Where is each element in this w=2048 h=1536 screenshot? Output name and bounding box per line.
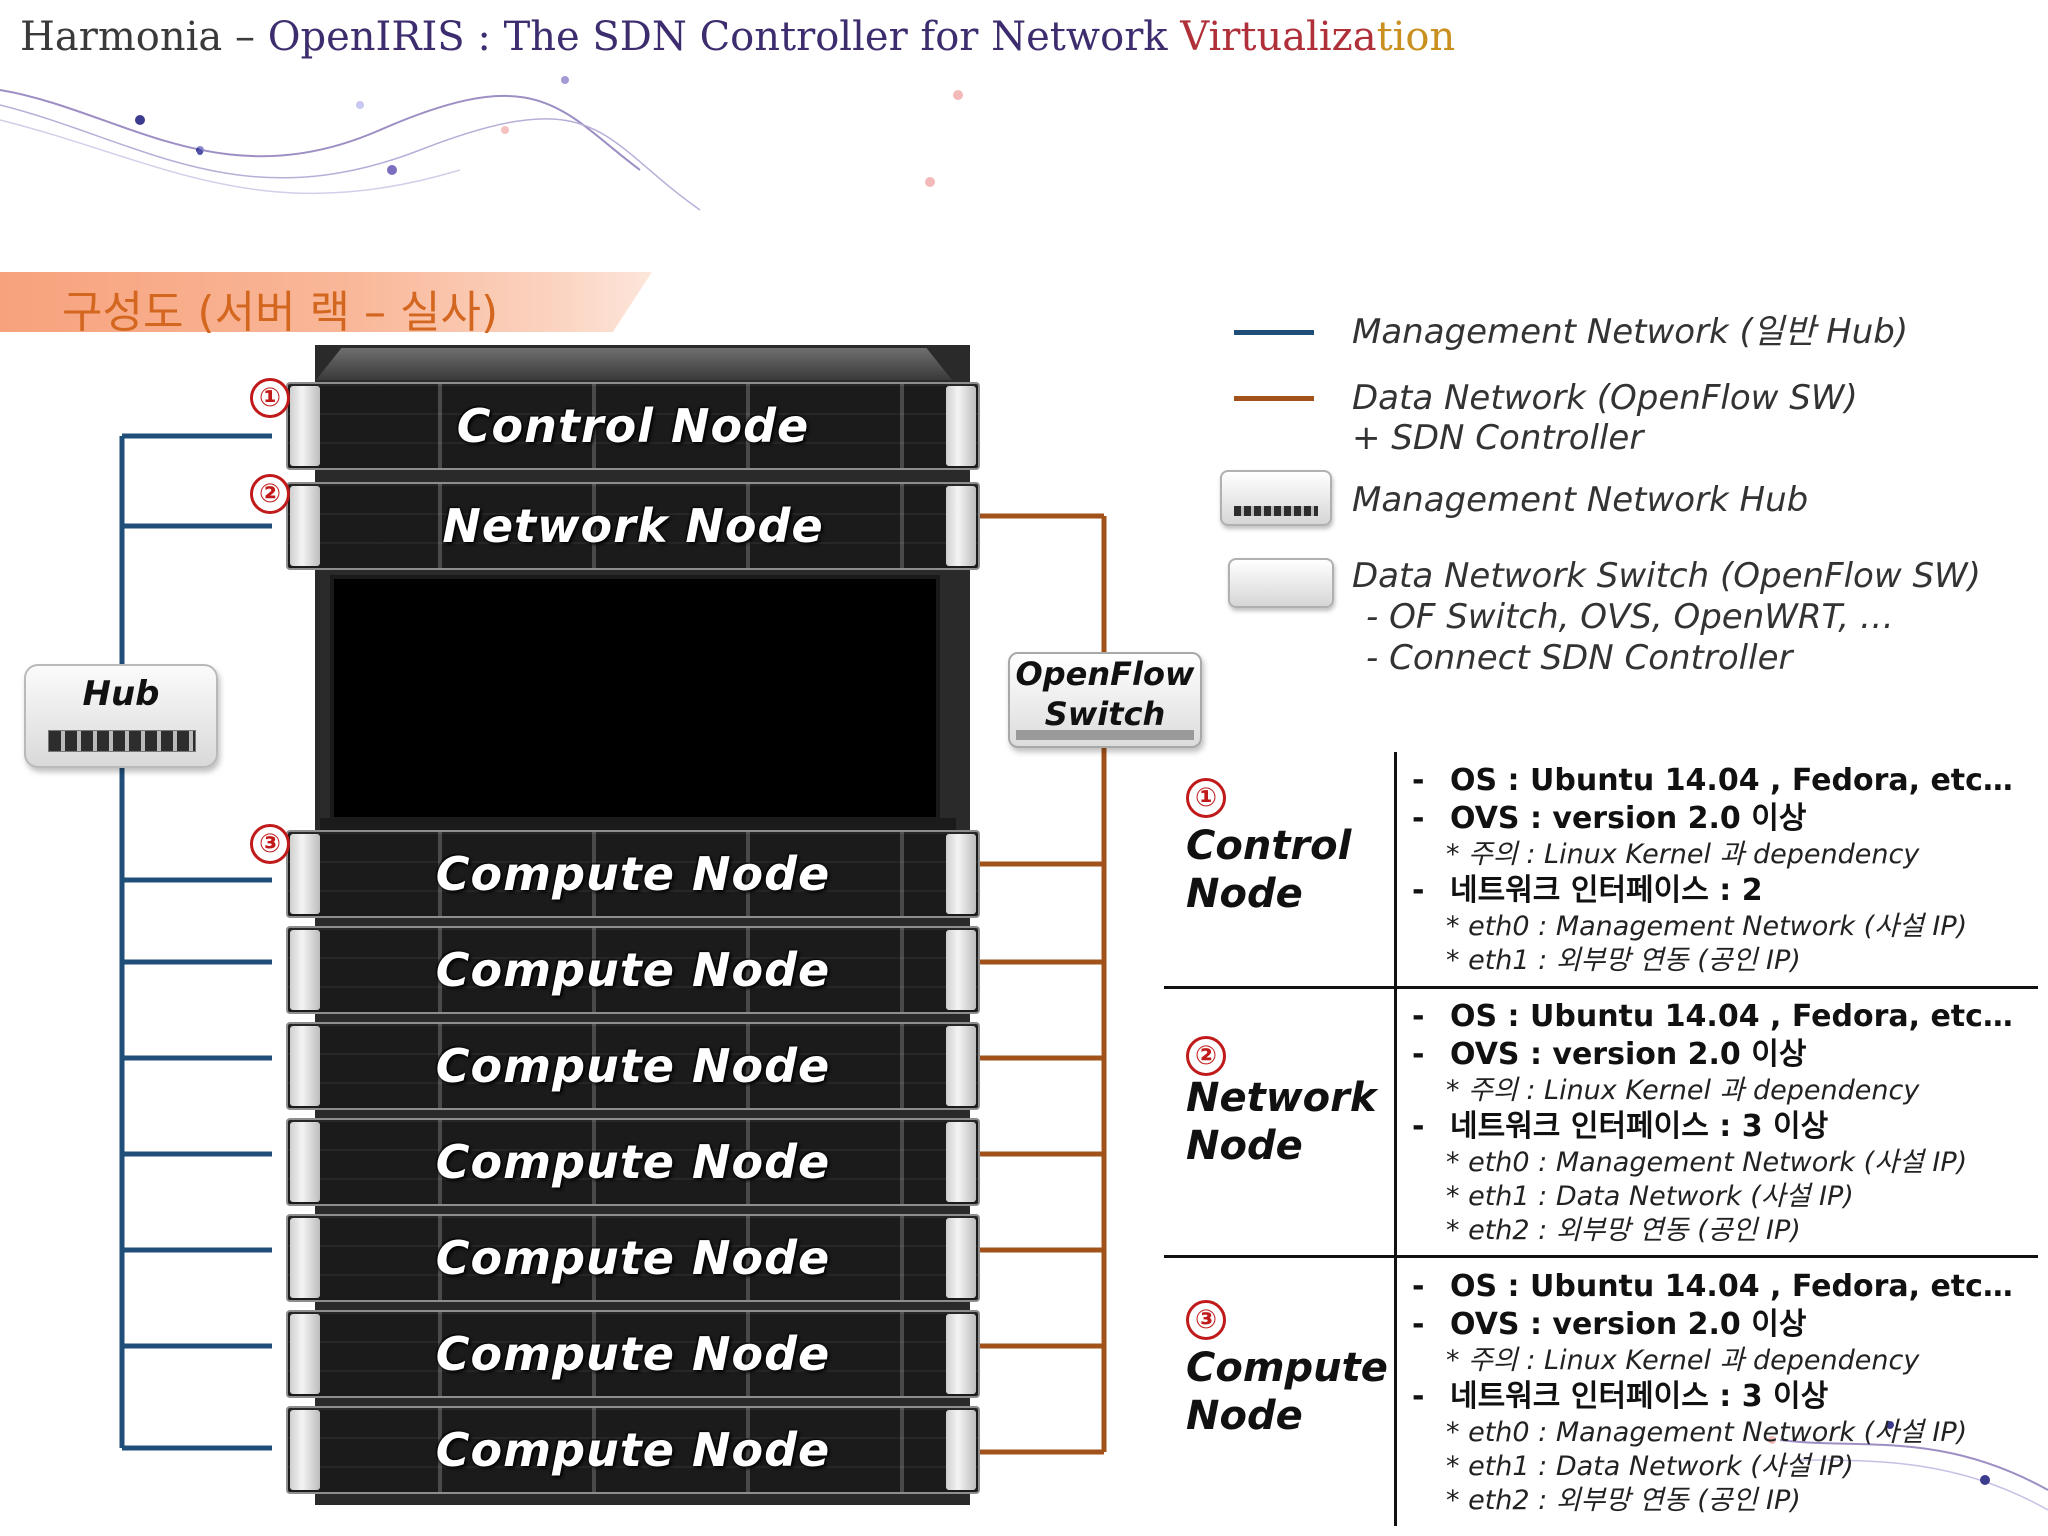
spec-item: -네트워크 인터페이스 : 3 이상 [1412,1109,1829,1144]
spec-item: -네트워크 인터페이스 : 2 [1412,873,1763,908]
spec-node-name-line-1: Control [1186,823,1352,869]
legend-data-text-1: Data Network (OpenFlow SW) [1352,378,1858,418]
legend-switch-text-2: - OF Switch, OVS, OpenWRT, … [1366,597,1894,637]
spec-item: -OVS : version 2.0 이상 [1412,1037,1807,1072]
spec-item: -OS : Ubuntu 14.04 , Fedora, etc… [1412,999,2013,1034]
spec-node-network: Network Node [1186,1074,1377,1170]
spec-list-control: -OS : Ubuntu 14.04 , Fedora, etc… -OVS :… [1412,762,2013,978]
spec-node-name-line-2: Node [1186,1123,1303,1169]
rack-monitor [330,575,940,821]
spec-note: * eth0 : Management Network (사설 IP) [1446,911,1968,942]
spec-item: -네트워크 인터페이스 : 3 이상 [1412,1379,1829,1414]
switch-label-line-2: Switch [1044,695,1166,733]
switch-ports [1016,730,1194,740]
rack-top-cover [316,348,952,380]
title-part-virtualiza: Virtualiza [1180,14,1377,60]
spec-marker-compute: ③ [1186,1300,1226,1340]
spec-note: * eth1 : Data Network (사설 IP) [1446,1451,1854,1482]
server-label: Compute Node [435,1423,831,1477]
server-compute-node-6: Compute Node [286,1310,980,1398]
legend-management-line [1234,330,1314,335]
management-hub: Hub [24,664,218,768]
spec-note: * 주의 : Linux Kernel 과 dependency [1446,1075,1920,1106]
legend-hub-ports [1234,506,1318,516]
spec-note: * 주의 : Linux Kernel 과 dependency [1446,1345,1920,1376]
spec-list-network: -OS : Ubuntu 14.04 , Fedora, etc… -OVS :… [1412,998,2013,1248]
spec-table-divider-vertical [1394,752,1397,1526]
legend-switch-icon [1228,558,1334,608]
spec-marker-network: ② [1186,1036,1226,1076]
switch-label: OpenFlow Switch [1010,654,1200,734]
title-part-openiris: OpenIRIS : The SDN Controller for Networ… [267,14,1181,60]
server-label: Control Node [456,399,810,453]
spec-item: -OVS : version 2.0 이상 [1412,801,1807,836]
spec-node-compute: Compute Node [1186,1344,1388,1440]
title-part-tion: tion [1376,14,1456,60]
server-compute-node-4: Compute Node [286,1118,980,1206]
legend-hub-text: Management Network Hub [1352,480,1809,520]
server-label: Compute Node [435,1135,831,1189]
spec-node-name-line-2: Node [1186,1393,1303,1439]
legend-switch-text-1: Data Network Switch (OpenFlow SW) [1352,556,1981,596]
server-label: Compute Node [435,943,831,997]
decorative-swirl-bottom [1768,1421,2048,1511]
spec-note: * eth1 : 외부망 연동 (공인 IP) [1446,945,1801,976]
spec-item: -OS : Ubuntu 14.04 , Fedora, etc… [1412,763,2013,798]
hub-label: Hub [82,674,160,714]
decorative-swirl-top [0,76,963,211]
spec-note: * eth0 : Management Network (사설 IP) [1446,1147,1968,1178]
legend-data-text-2: + SDN Controller [1352,418,1644,458]
spec-table-divider-1 [1164,986,2038,989]
spec-marker-control: ① [1186,778,1226,818]
server-label: Compute Node [435,847,831,901]
server-compute-node-1: Compute Node [286,830,980,918]
marker-compute-node: ③ [250,824,290,864]
server-compute-node-2: Compute Node [286,926,980,1014]
spec-note: * eth1 : Data Network (사설 IP) [1446,1181,1854,1212]
server-compute-node-3: Compute Node [286,1022,980,1110]
spec-list-compute: -OS : Ubuntu 14.04 , Fedora, etc… -OVS :… [1412,1268,2013,1518]
legend-management-text: Management Network (일반 Hub) [1352,312,1909,352]
spec-note: * 주의 : Linux Kernel 과 dependency [1446,839,1920,870]
switch-label-line-1: OpenFlow [1015,655,1195,693]
server-network-node: Network Node [286,482,980,570]
server-compute-node-7: Compute Node [286,1406,980,1494]
server-label: Network Node [442,499,824,553]
spec-item: -OS : Ubuntu 14.04 , Fedora, etc… [1412,1269,2013,1304]
legend-data-line [1234,396,1314,401]
section-banner [0,272,652,332]
spec-item: -OVS : version 2.0 이상 [1412,1307,1807,1342]
marker-control-node: ① [250,378,290,418]
section-title: 구성도 (서버 랙 – 실사) [62,287,499,338]
title-part-harmonia: Harmonia – [20,14,268,60]
legend-switch-text-3: - Connect SDN Controller [1366,638,1793,678]
marker-network-node: ② [250,474,290,514]
spec-node-name-line-1: Network [1186,1075,1377,1121]
spec-note: * eth0 : Management Network (사설 IP) [1446,1417,1968,1448]
spec-node-control: Control Node [1186,822,1351,918]
hub-ports [48,730,196,752]
legend-hub-icon [1220,470,1332,526]
server-control-node: Control Node [286,382,980,470]
server-label: Compute Node [435,1231,831,1285]
spec-node-name-line-1: Compute [1186,1345,1388,1391]
spec-note: * eth2 : 외부망 연동 (공인 IP) [1446,1215,1801,1246]
spec-note: * eth2 : 외부망 연동 (공인 IP) [1446,1485,1801,1516]
server-label: Compute Node [435,1039,831,1093]
management-network-lines [119,433,272,1451]
spec-table-divider-2 [1164,1255,2038,1258]
openflow-switch: OpenFlow Switch [1008,652,1202,748]
spec-node-name-line-2: Node [1186,871,1303,917]
page-title: Harmonia – OpenIRIS : The SDN Controller… [20,14,1455,60]
server-label: Compute Node [435,1327,831,1381]
server-compute-node-5: Compute Node [286,1214,980,1302]
